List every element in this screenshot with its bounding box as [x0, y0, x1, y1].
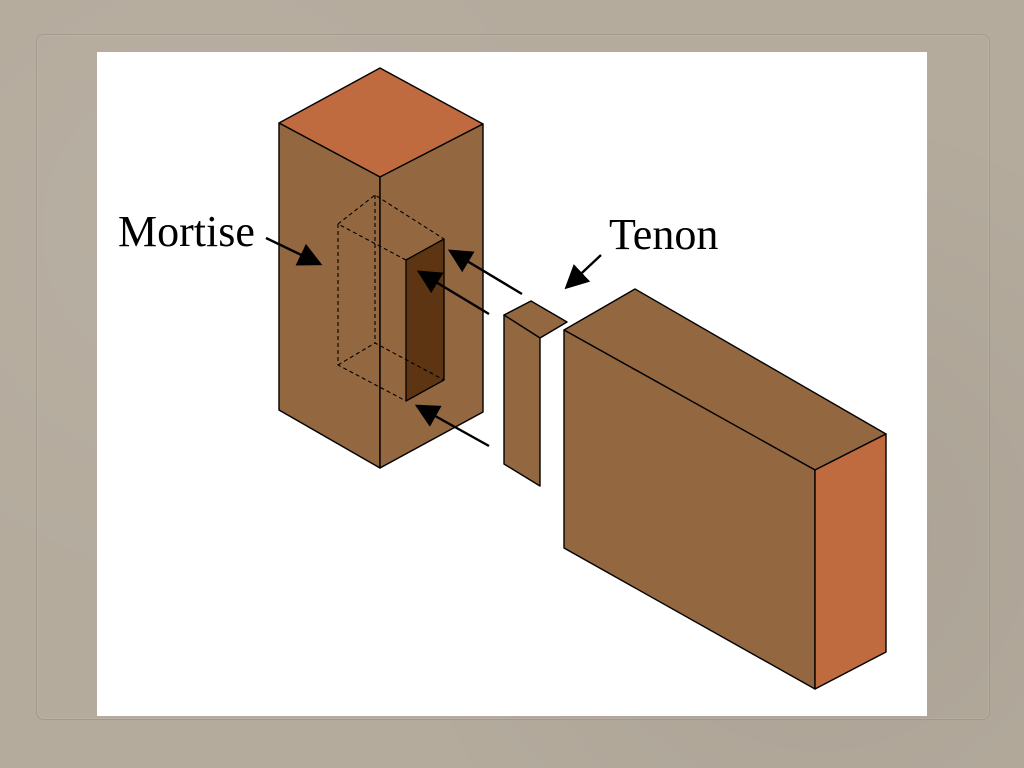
tenon-piece: [503, 288, 887, 690]
mortise-hidden-edges: [337, 194, 445, 402]
tenon-board-end-face: [814, 433, 887, 690]
slide-frame: [36, 34, 990, 720]
insertion-arrows: [265, 236, 602, 448]
arrow-mortise-label: [265, 236, 323, 266]
arrow-lower: [414, 404, 490, 448]
arrow-upper: [447, 249, 523, 296]
mortise-block: [278, 67, 484, 469]
label-mortise: Mortise: [118, 207, 255, 256]
mortise-block-left-face: [278, 122, 381, 469]
tenon-tongue-front: [503, 314, 541, 487]
arrow-tenon-label: [564, 254, 602, 290]
label-tenon: Tenon: [609, 210, 718, 259]
arrow-middle: [416, 270, 490, 316]
